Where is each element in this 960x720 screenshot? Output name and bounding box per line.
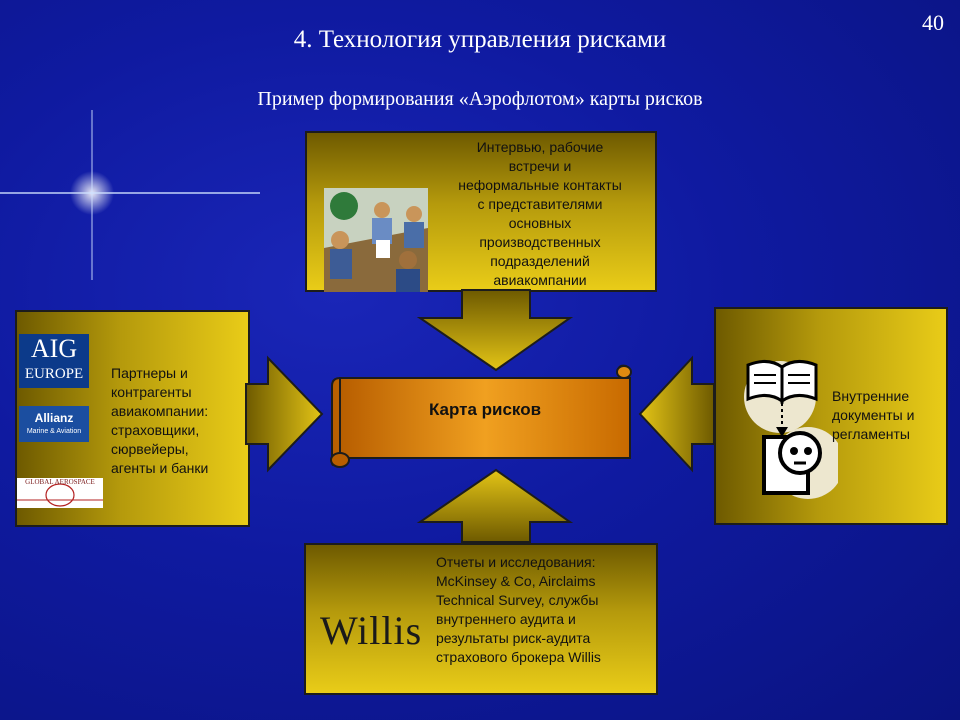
slide-title: 4. Технология управления рисками bbox=[293, 26, 667, 53]
allianz-logo: Allianz Marine & Aviation bbox=[19, 406, 89, 442]
willis-logo: Willis bbox=[320, 608, 423, 653]
global-aerospace-logo: GLOBAL AEROSPACE bbox=[17, 478, 103, 508]
bottom-box-text: Отчеты и исследования:McKinsey & Co, Air… bbox=[436, 554, 601, 665]
bottom-source-box: Willis Отчеты и исследования:McKinsey & … bbox=[304, 543, 658, 695]
meeting-illustration-icon bbox=[324, 188, 428, 292]
person-reading-icon bbox=[762, 431, 822, 495]
slide-subtitle: Пример формирования «Аэрофлотом» карты р… bbox=[257, 88, 703, 110]
documents-illustration-icon bbox=[738, 353, 844, 503]
aig-europe-logo: AIG EUROPE bbox=[19, 334, 89, 388]
arrow-left bbox=[638, 355, 715, 473]
open-book-icon bbox=[746, 360, 818, 404]
arrow-down bbox=[416, 289, 574, 372]
arrow-up bbox=[416, 468, 574, 543]
left-source-box: AIG EUROPE Allianz Marine & Aviation GLO… bbox=[15, 310, 250, 527]
risk-map-label: Карта рисков bbox=[428, 400, 542, 419]
arrow-right bbox=[245, 355, 324, 473]
page-number: 40 bbox=[922, 10, 944, 35]
